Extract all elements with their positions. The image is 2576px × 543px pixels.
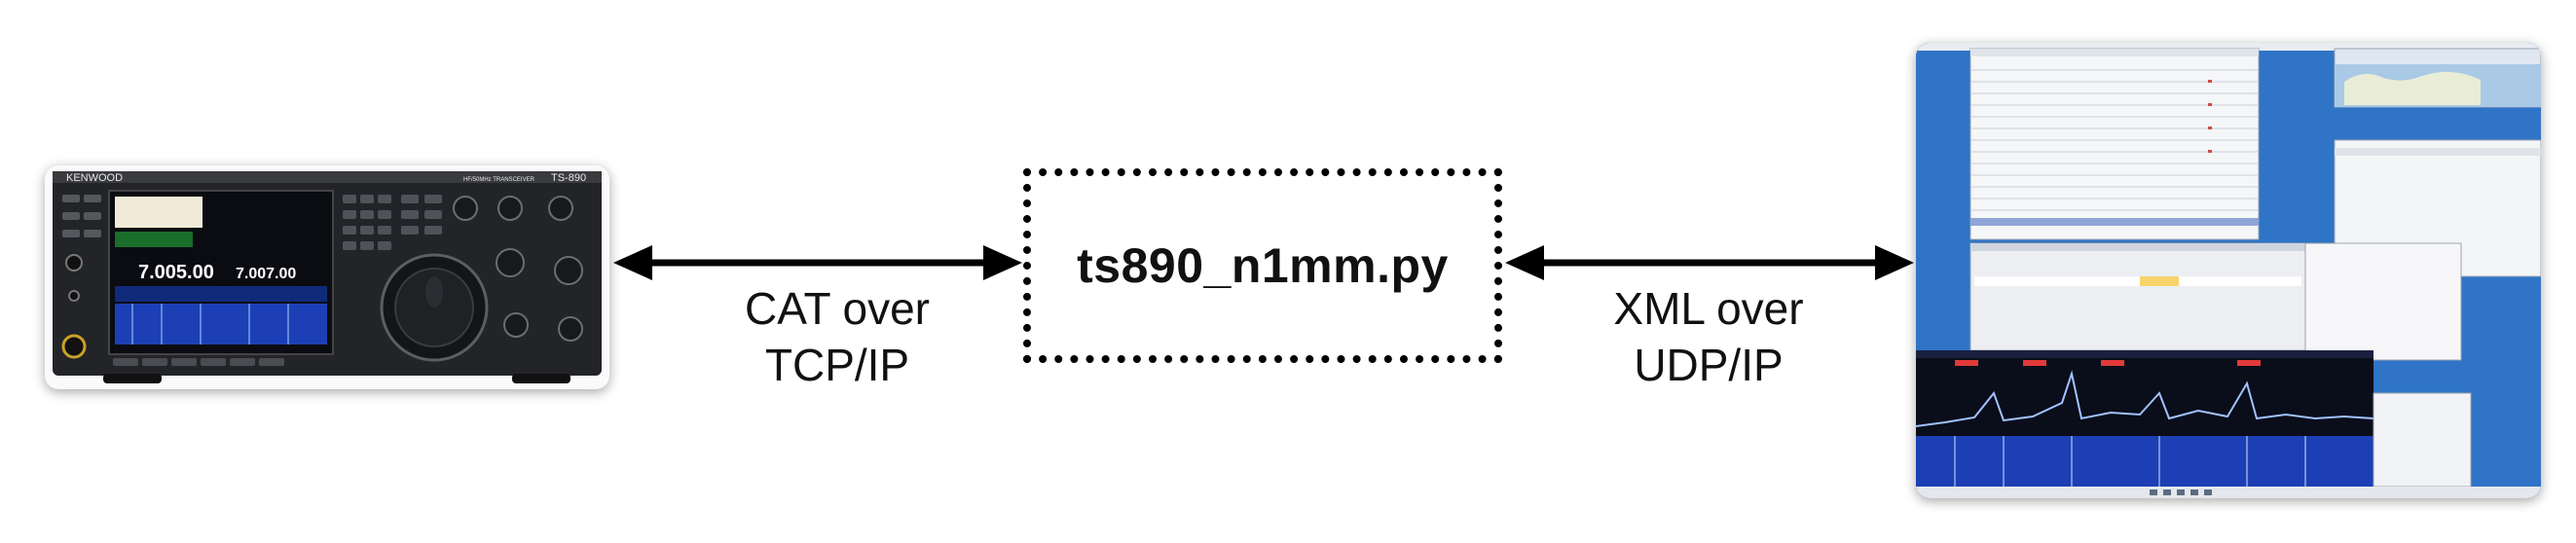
radio-subtitle: HF/50MHz TRANSCEIVER (463, 177, 535, 183)
arrowhead-right-icon (1875, 245, 1914, 280)
cat-link-label: CAT over TCP/IP (720, 280, 954, 393)
arrowhead-left-icon (613, 245, 652, 280)
cat-label-line1: CAT over (744, 283, 931, 334)
transceiver-icon: KENWOOD TS-890 HF/50MHz TRANSCEIVER 7.00… (53, 171, 602, 383)
logging-software-screenshot (1916, 43, 2541, 498)
radio-model: TS-890 (551, 172, 586, 184)
frequency-a: 7.005.00 (138, 262, 214, 283)
arrowhead-right-icon (983, 245, 1022, 280)
frequency-b: 7.007.00 (236, 266, 296, 282)
script-name: ts890_n1mm.py (1077, 238, 1449, 293)
computer-screen-icon (1916, 43, 2541, 498)
radio-transceiver-image: KENWOOD TS-890 HF/50MHz TRANSCEIVER 7.00… (45, 165, 609, 389)
radio-brand: KENWOOD (66, 172, 123, 184)
cat-link-arrow (613, 241, 1022, 284)
xml-link-arrow (1505, 241, 1914, 284)
xml-link-label: XML over UDP/IP (1592, 280, 1825, 393)
xml-label-line1: XML over (1613, 283, 1804, 334)
cat-label-line2: TCP/IP (764, 340, 910, 390)
script-box: ts890_n1mm.py (1023, 168, 1502, 363)
xml-label-line2: UDP/IP (1634, 340, 1784, 390)
arrowhead-left-icon (1505, 245, 1544, 280)
